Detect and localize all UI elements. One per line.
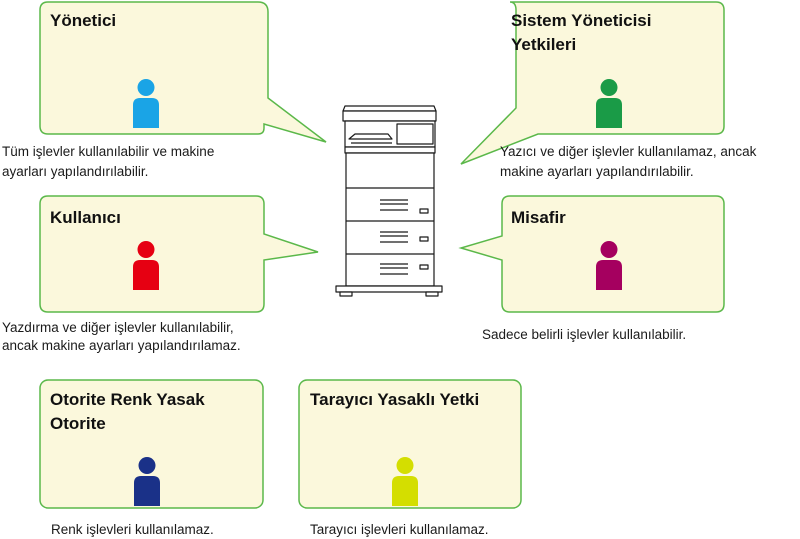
system-admin-title-line-1: Sistem Yöneticisi [511, 11, 652, 30]
guest-description: Sadece belirli işlevler kullanılabilir. [482, 327, 687, 342]
scan-restricted-box [298, 379, 522, 509]
guest-bubble [458, 195, 725, 313]
administrator-description-line-1: Tüm işlevler kullanılabilir ve makine [2, 144, 215, 159]
multifunction-printer-icon [335, 105, 443, 297]
administrator-title: Yönetici [50, 11, 117, 30]
user-title: Kullanıcı [50, 208, 121, 227]
color-restricted-description: Renk işlevleri kullanılamaz. [51, 522, 214, 537]
user-bubble [39, 195, 319, 313]
user-description-line-2: ancak makine ayarları yapılandırılamaz. [2, 338, 241, 353]
scan-restricted-title: Tarayıcı Yasaklı Yetki [310, 390, 480, 409]
color-restricted-title-line-1: Otorite Renk Yasak [50, 390, 205, 409]
system-admin-title-line-2: Yetkileri [511, 35, 577, 54]
administrator-bubble [39, 1, 327, 143]
color-restricted-box [39, 379, 264, 509]
user-description-line-1: Yazdırma ve diğer işlevler kullanılabili… [2, 320, 234, 335]
system-admin-description-line-1: Yazıcı ve diğer işlevler kullanılamaz, a… [500, 144, 757, 159]
color-restricted-title-line-2: Otorite [50, 414, 106, 433]
administrator-description-line-2: ayarları yapılandırılabilir. [2, 164, 149, 179]
system-admin-description-line-2: makine ayarları yapılandırılabilir. [500, 164, 694, 179]
guest-title: Misafir [511, 208, 566, 227]
system-admin-bubble [460, 1, 725, 165]
scan-restricted-description: Tarayıcı işlevleri kullanılamaz. [310, 522, 489, 537]
